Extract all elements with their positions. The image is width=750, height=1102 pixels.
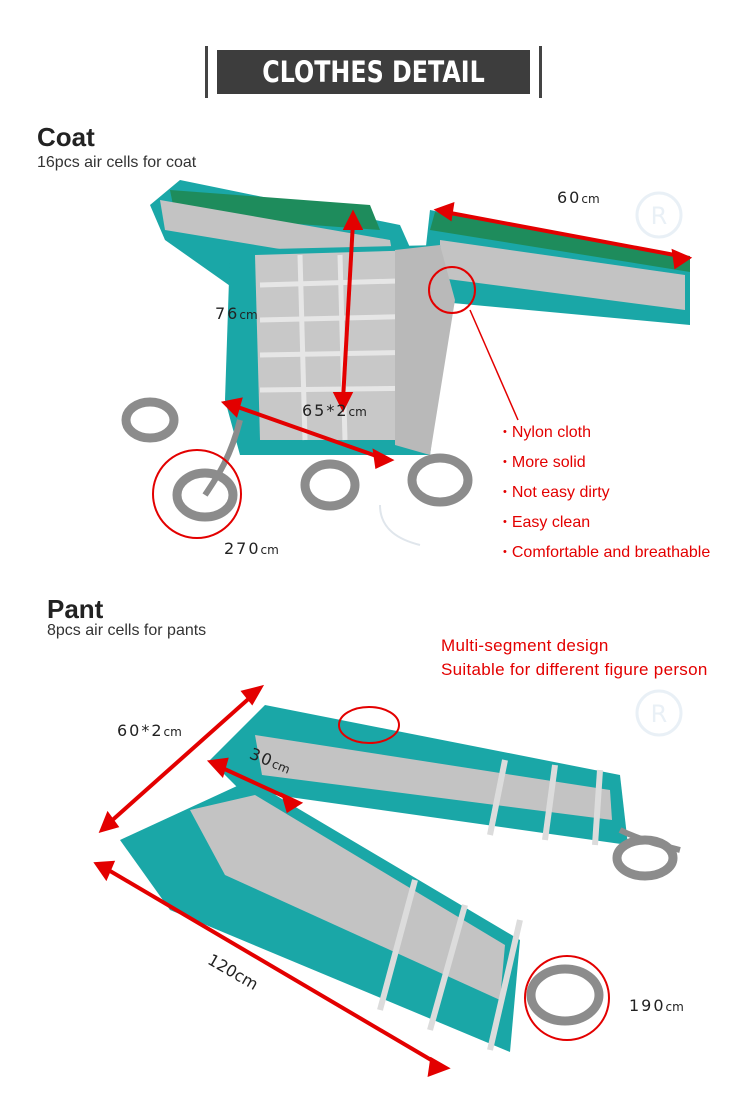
coat-right-collar-green — [430, 212, 690, 272]
coat-hoses — [121, 397, 473, 522]
coat-left-collar-green — [170, 190, 380, 230]
header-right-bar — [539, 46, 542, 98]
segment-highlight-circle — [338, 706, 400, 744]
svg-text:R: R — [651, 202, 668, 230]
section-header: CLOTHES DETAIL — [205, 46, 542, 98]
header-left-bar — [205, 46, 208, 98]
coat-hose-dimension: 270cm — [224, 539, 279, 558]
coat-title: Coat — [37, 122, 95, 152]
pant-upper-panel — [255, 735, 612, 820]
coat-right-sleeve-panel — [440, 240, 685, 310]
feature-item: •More solid — [503, 454, 586, 471]
coat-sleeve-dimension: 60cm — [557, 188, 600, 207]
fabric-highlight-circle — [428, 266, 476, 314]
coat-width-dimension: 65*2cm — [302, 401, 367, 420]
pant-dimension-arrows — [93, 684, 451, 1078]
coat-height-dimension: 76cm — [215, 304, 258, 323]
feature-item: •Easy clean — [503, 514, 591, 531]
feature-item: •Comfortable and breathable — [503, 544, 711, 561]
feature-item: •Nylon cloth — [503, 424, 592, 441]
watermark: R — [635, 191, 683, 239]
header-title: CLOTHES DETAIL — [262, 55, 485, 89]
pant-hose-highlight-circle — [524, 955, 610, 1041]
watermark: R — [635, 689, 683, 737]
hose-highlight-circle — [152, 449, 242, 539]
pant-hose-dimension: 190cm — [629, 996, 684, 1015]
callout-line — [469, 309, 519, 421]
coat-subtitle: 16pcs air cells for coat — [37, 154, 197, 171]
pant-note-line1: Multi-segment design — [441, 636, 609, 655]
coat-dimension-arrows — [220, 201, 693, 469]
header-plate: CLOTHES DETAIL — [217, 50, 530, 94]
pant-title: Pant — [47, 594, 104, 624]
svg-text:R: R — [651, 700, 668, 728]
pant-subtitle: 8pcs air cells for pants — [47, 622, 207, 639]
coat-feature-list: •Nylon cloth •More solid •Not easy dirty… — [503, 424, 710, 574]
pant-straps — [377, 759, 603, 1051]
pant-note-line2: Suitable for different figure person — [441, 660, 708, 679]
feature-item: •Not easy dirty — [503, 484, 610, 501]
pant-hoses — [526, 835, 678, 1026]
pant-width-dimension: 60*2cm — [117, 721, 182, 740]
pant-lower-panel — [190, 795, 505, 1000]
coat-front-flap — [395, 245, 455, 455]
